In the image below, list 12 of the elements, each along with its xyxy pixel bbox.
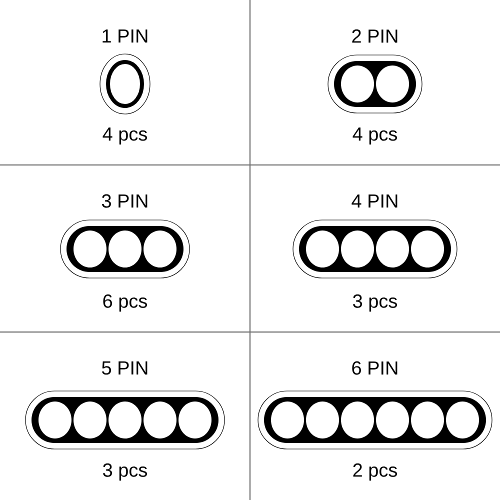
quantity-label: 3 pcs bbox=[353, 294, 397, 312]
pin-label: 4 PIN bbox=[352, 194, 398, 208]
pin-label: 3 PIN bbox=[102, 194, 148, 208]
pin-label: 6 PIN bbox=[352, 361, 398, 375]
pin-label: 2 PIN bbox=[352, 29, 398, 43]
quantity-label: 2 pcs bbox=[353, 463, 397, 481]
pin-label: 5 PIN bbox=[102, 361, 148, 375]
quantity-label: 3 pcs bbox=[103, 463, 147, 481]
quantity-label: 4 pcs bbox=[102, 128, 147, 144]
quantity-label: 6 pcs bbox=[103, 294, 147, 312]
pin-label: 1 PIN bbox=[102, 29, 148, 43]
quantity-label: 4 pcs bbox=[352, 128, 397, 144]
